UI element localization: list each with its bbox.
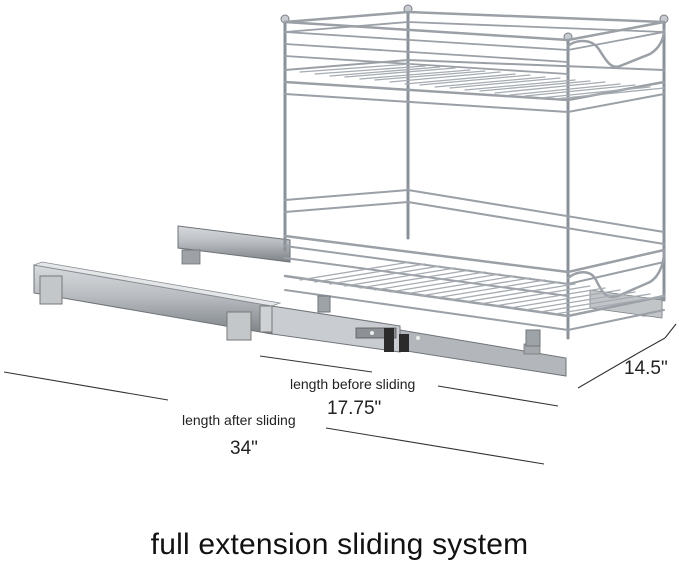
- two-tier-wire-basket: [280, 4, 669, 347]
- dimension-lines: [3, 323, 677, 465]
- before-sliding-label: length before sliding: [290, 376, 416, 392]
- before-sliding-value: 17.75": [327, 398, 382, 419]
- depth-dimension-value: 14.5": [624, 358, 668, 379]
- after-sliding-label: length after sliding: [182, 412, 296, 428]
- after-sliding-value: 34": [230, 438, 258, 459]
- front-slide-rail: [32, 261, 567, 377]
- product-caption: full extension sliding system: [150, 528, 529, 561]
